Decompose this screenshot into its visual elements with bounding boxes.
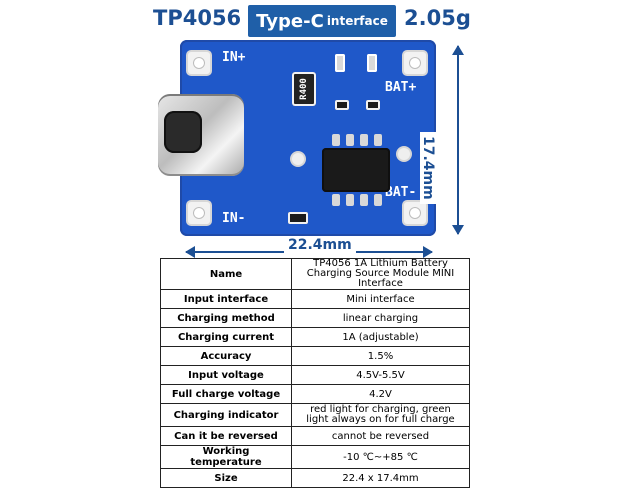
chip-pin — [332, 194, 340, 206]
spec-value: -10 ℃~+85 ℃ — [291, 445, 470, 469]
table-row: Input voltage 4.5V-5.5V — [160, 365, 470, 385]
spec-key: Charging indicator — [160, 403, 292, 427]
table-row: Charging method linear charging — [160, 308, 470, 328]
spec-key: Working temperature — [160, 445, 292, 469]
resistor-a — [335, 100, 349, 110]
table-row: Charging current 1A (adjustable) — [160, 327, 470, 347]
table-row: Accuracy 1.5% — [160, 346, 470, 366]
height-dimension-label: 17.4mm — [420, 132, 436, 204]
spec-key: Charging current — [160, 327, 292, 347]
arrow-right-icon — [423, 246, 433, 258]
spec-value: 1.5% — [291, 346, 470, 366]
spec-value-text: TP4056 1A Lithium Battery Charging Sourc… — [306, 258, 455, 289]
chip-pin — [332, 134, 340, 146]
label-in-minus: IN- — [222, 211, 246, 226]
height-dimension-line — [457, 46, 459, 234]
product-weight: 2.05g — [404, 6, 471, 30]
spec-key: Charging method — [160, 308, 292, 328]
mount-hole-bottom-right — [404, 202, 426, 224]
spec-key: Input voltage — [160, 365, 292, 385]
spec-value: 4.5V-5.5V — [291, 365, 470, 385]
tp4056-chip — [322, 134, 390, 206]
arrow-down-icon — [452, 225, 464, 235]
spec-value: 22.4 x 17.4mm — [291, 468, 470, 488]
usb-slot — [164, 111, 202, 153]
chip-pin — [360, 194, 368, 206]
mount-hole-bottom-left — [188, 202, 210, 224]
arrow-up-icon — [452, 45, 464, 55]
chip-pin — [346, 134, 354, 146]
table-row: Name TP4056 1A Lithium Battery Charging … — [160, 258, 470, 290]
spec-table: Name TP4056 1A Lithium Battery Charging … — [160, 258, 470, 488]
spec-key: Accuracy — [160, 346, 292, 366]
table-row: Charging indicator red light for chargin… — [160, 403, 470, 427]
mount-hole-top-left — [188, 52, 210, 74]
label-in-plus: IN+ — [222, 50, 246, 65]
resistor-top-code: R400 — [299, 78, 309, 100]
spec-key: Size — [160, 468, 292, 488]
label-bat-minus: BAT- — [385, 185, 417, 200]
chip-pin — [360, 134, 368, 146]
spec-value: cannot be reversed — [291, 426, 470, 446]
width-dimension-label: 22.4mm — [284, 237, 356, 253]
smd-resistor-top: R400 — [292, 72, 316, 106]
spec-value: TP4056 1A Lithium Battery Charging Sourc… — [291, 258, 470, 290]
spec-value: linear charging — [291, 308, 470, 328]
led-red — [335, 54, 345, 72]
resistor-b — [366, 100, 380, 110]
arrow-left-icon — [185, 246, 195, 258]
spec-value: Mini interface — [291, 289, 470, 309]
mount-hole-top-right — [404, 52, 426, 74]
spec-value: red light for charging, green light alwa… — [291, 403, 470, 427]
test-pad-left — [292, 153, 304, 165]
type-c-badge-sub: interface — [326, 14, 388, 28]
spec-key: Can it be reversed — [160, 426, 292, 446]
product-title: TP4056 — [153, 6, 242, 30]
spec-value: 4.2V — [291, 384, 470, 404]
test-pad-right — [398, 148, 410, 160]
spec-value-text: red light for charging, green light alwa… — [306, 404, 455, 425]
chip-pin — [374, 194, 382, 206]
table-row: Working temperature -10 ℃~+85 ℃ — [160, 445, 470, 469]
spec-key: Name — [160, 258, 292, 290]
label-bat-plus: BAT+ — [385, 80, 417, 95]
spec-key: Input interface — [160, 289, 292, 309]
spec-key: Full charge voltage — [160, 384, 292, 404]
table-row: Can it be reversed cannot be reversed — [160, 426, 470, 446]
pcb-board: IN+ IN- BAT+ BAT- R400 — [158, 40, 436, 236]
table-row: Size 22.4 x 17.4mm — [160, 468, 470, 488]
resistor-bottom — [288, 212, 308, 224]
type-c-badge-main: Type-C — [256, 10, 324, 32]
table-row: Full charge voltage 4.2V — [160, 384, 470, 404]
type-c-badge: Type-C interface — [248, 5, 396, 37]
height-dimension-arrow — [452, 45, 464, 235]
table-row: Input interface Mini interface — [160, 289, 470, 309]
chip-pin — [374, 134, 382, 146]
led-green — [367, 54, 377, 72]
spec-value: 1A (adjustable) — [291, 327, 470, 347]
chip-pin — [346, 194, 354, 206]
usb-type-c-port — [158, 94, 244, 176]
